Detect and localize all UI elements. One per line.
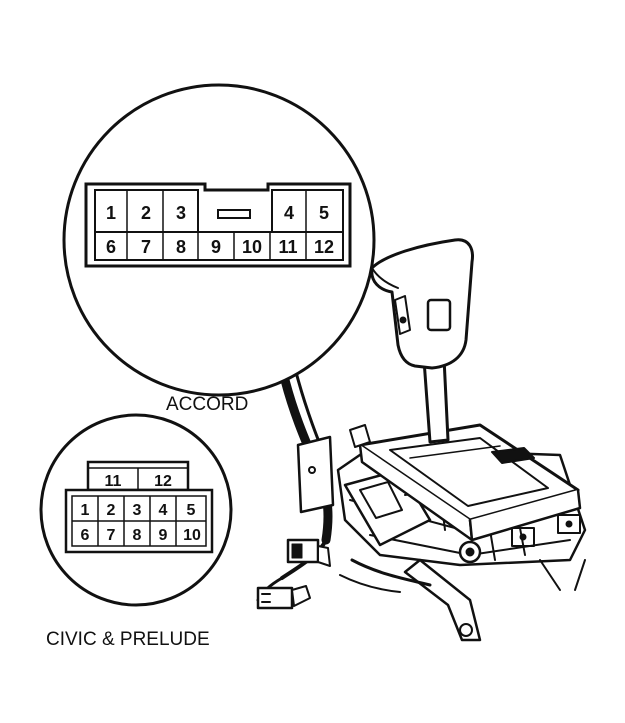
bracket-plate [296,435,335,514]
civic-prelude-pin: 7 [107,527,116,544]
civic-prelude-magnifier: 11 12 1 2 3 4 5 6 7 8 9 10 CIVIC & PRELU… [39,413,233,650]
shift-lever-shaft [422,356,450,444]
accord-pin: 12 [314,237,334,257]
civic-prelude-pin: 6 [81,527,90,544]
accord-pin: 5 [319,203,329,223]
civic-prelude-pin: 12 [154,473,172,490]
accord-pin: 3 [176,203,186,223]
accord-pin: 2 [141,203,151,223]
indicator-window [491,447,535,464]
accord-pin: 9 [211,237,221,257]
lower-arm [403,558,482,642]
accord-pin: 1 [106,203,116,223]
harness-plug-lower [256,585,311,610]
accord-pin: 11 [278,237,297,257]
civic-prelude-pin: 5 [187,502,196,519]
civic-prelude-pin: 9 [159,527,168,544]
accord-pin: 6 [106,237,116,257]
accord-connector-key [217,209,251,219]
accord-pin: 4 [284,203,294,223]
shift-knob [370,238,474,370]
civic-prelude-pin-labels: 11 12 1 2 3 4 5 6 7 8 9 10 [81,473,201,544]
accord-pin: 7 [141,237,151,257]
civic-prelude-label: CIVIC & PRELUDE [46,629,210,650]
civic-prelude-pin: 1 [81,502,90,519]
accord-pin-labels: 1 2 3 4 5 6 7 8 9 10 11 12 [106,203,334,257]
civic-prelude-pin: 10 [183,527,201,544]
accord-connector-housing [84,182,352,268]
accord-pin: 8 [176,237,186,257]
knob-button [426,298,452,332]
civic-prelude-pin: 11 [105,473,122,490]
civic-prelude-pin: 2 [107,502,116,519]
civic-prelude-pin: 8 [133,527,142,544]
civic-prelude-pin: 3 [133,502,142,519]
accord-pin: 10 [242,237,262,257]
harness-plug-left [286,538,331,567]
accord-label: ACCORD [166,394,248,415]
civic-prelude-pin: 4 [159,502,168,519]
accord-magnifier: 1 2 3 4 5 6 7 8 9 10 11 12 ACCORD [62,83,376,415]
shifter-assembly-illustration [256,238,587,642]
